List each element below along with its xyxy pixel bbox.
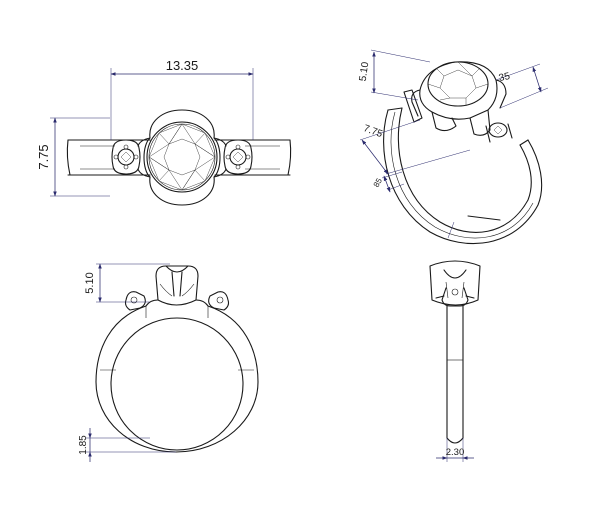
- isometric-view: 5.10 35 7.75 85: [358, 49, 549, 244]
- top-height-dim-label: 7.75: [36, 144, 51, 169]
- iso-dim-b-line: [532, 66, 542, 93]
- side-shank-dim-label: 2.30: [446, 447, 465, 458]
- front-head-dim-label: 5.10: [84, 272, 96, 293]
- front-shank-dim-label: 1.85: [78, 435, 89, 455]
- top-width-dim-label: 13.35: [166, 58, 199, 73]
- iso-dim-d-line: [383, 175, 391, 193]
- iso-dim-c-line: [361, 139, 389, 175]
- iso-dim-c-label: 7.75: [362, 123, 384, 140]
- side-view: 2.30: [429, 260, 481, 462]
- iso-dim-a-label: 5.10: [358, 61, 372, 82]
- iso-dim-b-label: 35: [498, 71, 512, 84]
- top-view: 13.35 7.75: [36, 58, 292, 206]
- front-view: 5.10 1.85: [78, 263, 259, 462]
